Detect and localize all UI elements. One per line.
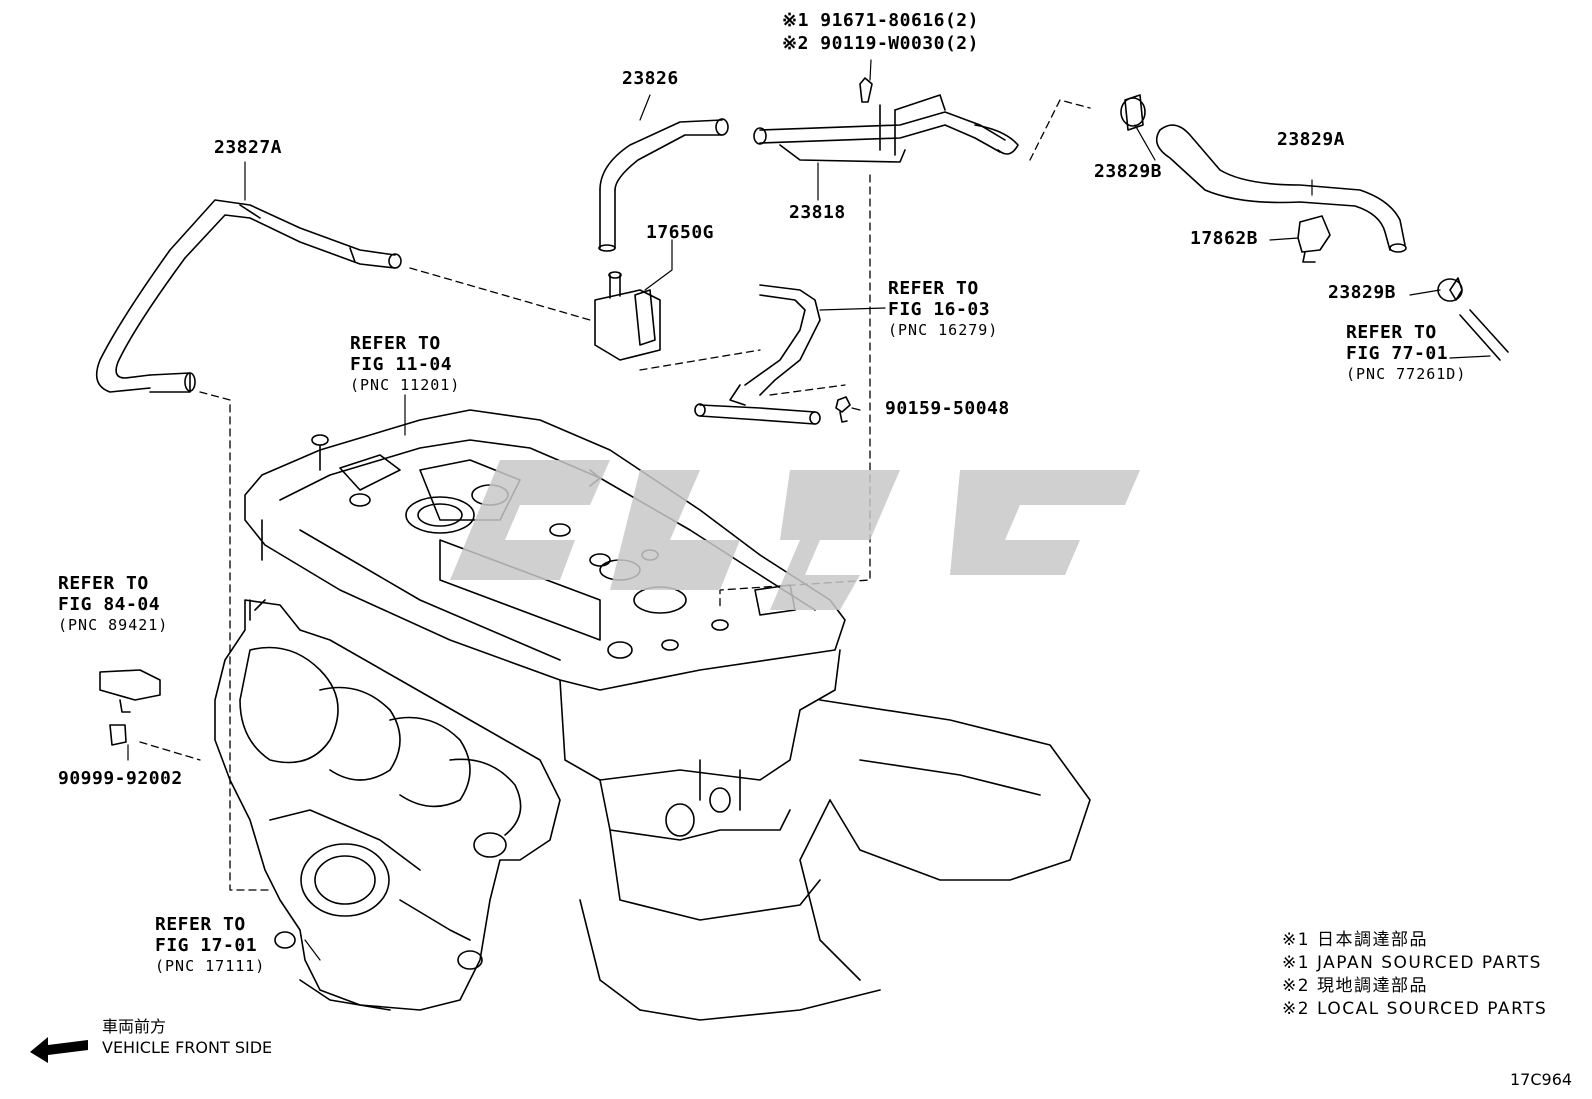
reference-line-2: FIG 84-04 bbox=[58, 594, 161, 615]
reference-line-2: FIG 16-03 bbox=[888, 299, 991, 320]
part-label-23827a[interactable]: 23827A bbox=[214, 137, 283, 158]
reference-line-1: REFER TO bbox=[58, 573, 149, 594]
part-label-23829b-bottom[interactable]: 23829B bbox=[1328, 282, 1397, 303]
reference-line-1: REFER TO bbox=[350, 333, 441, 354]
part-label-90159-50048[interactable]: 90159-50048 bbox=[885, 398, 1010, 419]
direction-label-en: VEHICLE FRONT SIDE bbox=[102, 1038, 273, 1057]
watermark-logo bbox=[450, 460, 1140, 610]
clip-17862B bbox=[1297, 215, 1331, 263]
part-label-17862b[interactable]: 17862B bbox=[1190, 228, 1259, 249]
engine-block bbox=[261, 519, 1091, 1021]
part-label-23829a[interactable]: 23829A bbox=[1277, 129, 1346, 150]
hose-23826 bbox=[598, 118, 729, 252]
sourcing-notes: ※1 日本調達部品 ※1 JAPAN SOURCED PARTS ※2 現地調達… bbox=[1282, 929, 1547, 1021]
reference-line-2: FIG 17-01 bbox=[155, 935, 258, 956]
reference-fig-84-04[interactable]: REFER TO FIG 84-04 (PNC 89421) bbox=[58, 573, 168, 636]
part-label-23818[interactable]: 23818 bbox=[789, 202, 846, 223]
solid-leaders bbox=[127, 59, 1491, 961]
valve-17650G bbox=[594, 271, 661, 361]
front-arrow-icon bbox=[30, 1037, 88, 1063]
note-line: ※2 現地調達部品 bbox=[1282, 976, 1428, 996]
reference-line-1: REFER TO bbox=[155, 914, 246, 935]
note-line: ※1 JAPAN SOURCED PARTS bbox=[1282, 953, 1542, 973]
intake-manifold bbox=[214, 599, 561, 1011]
reference-pnc: (PNC 17111) bbox=[155, 957, 266, 975]
part-label-90999-92002[interactable]: 90999-92002 bbox=[58, 768, 183, 789]
bolt-90159 bbox=[835, 396, 851, 423]
hose-23829A bbox=[1120, 94, 1509, 361]
reference-fig-11-04[interactable]: REFER TO FIG 11-04 (PNC 11201) bbox=[350, 333, 460, 396]
sensor-89421 bbox=[99, 669, 161, 746]
direction-label-jp: 車両前方 bbox=[102, 1017, 167, 1036]
pipe-23818 bbox=[753, 77, 1019, 163]
reference-line-1: REFER TO bbox=[1346, 322, 1437, 343]
note-line: ※1 日本調達部品 bbox=[1282, 930, 1428, 950]
part-label-23826[interactable]: 23826 bbox=[622, 68, 679, 89]
reference-pnc: (PNC 11201) bbox=[350, 376, 461, 394]
reference-pnc: (PNC 77261D) bbox=[1346, 365, 1467, 383]
reference-pnc: (PNC 89421) bbox=[58, 616, 169, 634]
hose-16279 bbox=[694, 284, 821, 425]
reference-line-1: REFER TO bbox=[888, 278, 979, 299]
reference-fig-17-01[interactable]: REFER TO FIG 17-01 (PNC 17111) bbox=[155, 914, 265, 977]
reference-fig-16-03[interactable]: REFER TO FIG 16-03 (PNC 16279) bbox=[888, 278, 998, 341]
part-label-23829b-top[interactable]: 23829B bbox=[1094, 161, 1163, 182]
bolt-part-number-1[interactable]: ※1 91671-80616(2) bbox=[782, 10, 979, 31]
note-line: ※2 LOCAL SOURCED PARTS bbox=[1282, 999, 1548, 1019]
reference-line-2: FIG 11-04 bbox=[350, 354, 453, 375]
reference-line-2: FIG 77-01 bbox=[1346, 343, 1449, 364]
figure-code: 17C964 bbox=[1510, 1070, 1573, 1089]
hose-23827A bbox=[95, 199, 402, 393]
reference-fig-77-01[interactable]: REFER TO FIG 77-01 (PNC 77261D) bbox=[1346, 322, 1466, 385]
reference-pnc: (PNC 16279) bbox=[888, 321, 999, 339]
part-label-17650g[interactable]: 17650G bbox=[646, 222, 715, 243]
bolt-part-number-2[interactable]: ※2 90119-W0030(2) bbox=[782, 33, 979, 54]
